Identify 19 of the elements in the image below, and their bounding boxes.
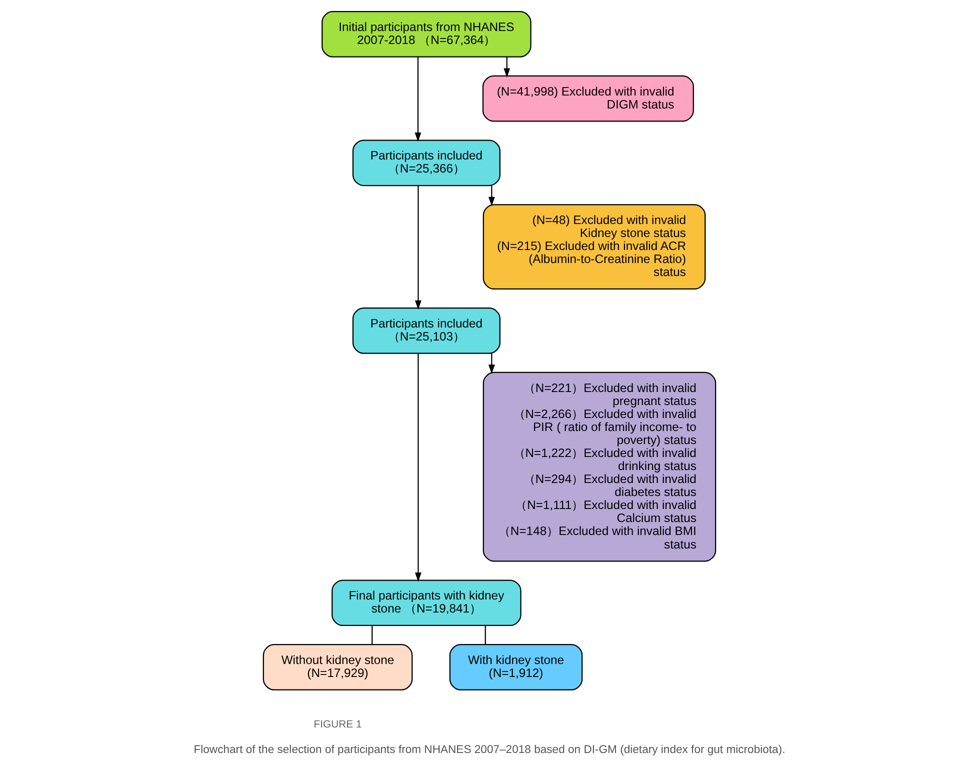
- node-box: （N=221）Excluded with invalid pregnant status （N=2,266）Excluded with invalid PIR ( ratio of family income- to poverty) status （N=1,222）Excluded with invalid drinking status （N=294）Excluded with invalid diabetes status （N=1,111）Excluded with invalid Calcium status （N=148）Excluded with invalid BMI status: [482, 372, 716, 562]
- arrow: [488, 354, 495, 374]
- arrow: [414, 186, 422, 310]
- arrow: [504, 57, 510, 78]
- node-box: (N=48) Excluded with invalid Kidney stone status (N=215) Excluded with invalid ACR (Albumin-to-Creatinine Ratio) status: [482, 204, 706, 290]
- label: FIGURE 1: [314, 719, 362, 730]
- connector: [372, 626, 373, 644]
- node-box: Participants included （N=25,366）: [352, 140, 500, 186]
- caption: Flowchart of the selection of participants from NHANES 2007–2018 based on DI-GM (dietary index for gut microbiota).: [194, 744, 786, 756]
- node-box: Participants included （N=25,103）: [352, 308, 500, 354]
- node-box: (N=41,998) Excluded with invalid DIGM status: [482, 75, 694, 122]
- node-box: Initial participants from NHANES 2007-2018 （N=67,364）: [322, 11, 532, 58]
- node-box: Without kidney stone (N=17,929): [262, 644, 413, 690]
- connector: [484, 626, 486, 644]
- arrow: [414, 353, 422, 582]
- node-box: With kidney stone (N=1,912): [449, 644, 583, 690]
- arrow: [414, 56, 422, 142]
- node-box: Final participants with kidney stone （N=19,841）: [332, 580, 522, 626]
- arrow: [488, 186, 495, 206]
